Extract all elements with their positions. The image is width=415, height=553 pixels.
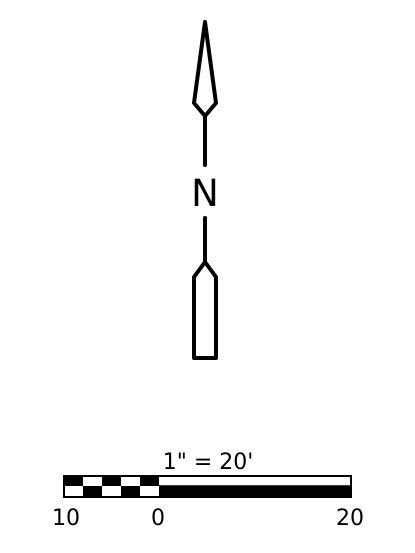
north-arrow-letter: N <box>191 172 219 215</box>
scale-bar-check <box>64 476 83 486</box>
scale-bar-check <box>121 486 140 497</box>
scale-tick-label-20: 20 <box>336 506 364 531</box>
north-arrow-upper-blade <box>192 20 218 118</box>
scale-ratio-text: 1" = 20' <box>163 450 254 475</box>
scale-bar-check <box>140 476 159 486</box>
graphic-scale-bar <box>63 475 352 498</box>
north-arrow-tail <box>192 260 218 360</box>
scale-bar-check <box>83 486 102 497</box>
scale-tick-label-0: 0 <box>151 506 165 531</box>
scale-bar-solid-segment <box>159 486 351 497</box>
north-arrow-icon <box>192 20 218 360</box>
scale-bar-check <box>102 476 121 486</box>
scale-tick-label-10: 10 <box>52 506 80 531</box>
